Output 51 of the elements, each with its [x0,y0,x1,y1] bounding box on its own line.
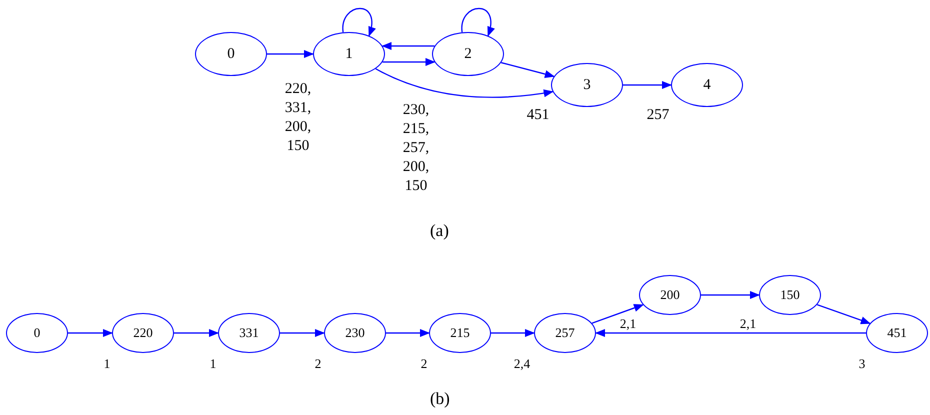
state-ellipse [639,275,701,315]
state-annotation: 2,1 [618,315,638,333]
state-label: 150 [780,286,800,304]
state-annotation: 2,1 [738,315,758,333]
arrow [375,68,554,98]
state-label: 3 [583,76,591,95]
arrow [342,8,376,37]
state-annotation: 257 [646,106,670,125]
state-annotation: 2 [314,355,322,373]
arrow [267,50,314,58]
arrow [382,58,436,66]
state-annotation: 230, 215, 257, 200, 150 [402,101,430,196]
state-label: 331 [239,324,259,342]
arrow [816,304,871,324]
state-label: 200 [660,286,680,304]
state-label: 230 [345,324,365,342]
arrow [461,8,494,37]
arrow [174,329,219,337]
arrow [386,329,430,337]
state-annotation: 1 [208,355,218,373]
state-label: 4 [703,76,711,95]
state-label: 257 [555,324,575,342]
state-label: 215 [450,324,470,342]
state-annotation: 451 [526,106,550,125]
state-label: 451 [887,324,907,342]
state-annotation: 2 [420,355,428,373]
arrow [68,329,113,337]
state-ellipse [551,63,623,107]
state-label: 0 [227,44,235,64]
arrow [500,62,555,78]
state-annotation: 2,4 [512,355,532,373]
state-annotation: 3 [858,355,866,373]
arrow [382,42,434,50]
state-annotation: 220, 331, 200, 150 [284,80,312,156]
arrow [491,329,535,337]
arrow [592,304,644,324]
state-annotation: 1 [102,355,112,373]
state-ellipse [759,275,821,315]
arrow [595,329,866,337]
state-ellipse [313,32,385,76]
state-ellipse [534,313,596,353]
subfigure-caption: (a) [430,220,449,242]
arrow [623,81,672,89]
subfigure-caption: (b) [430,388,450,410]
state-label: 2 [464,44,472,64]
state-label: 0 [34,324,40,342]
state-ellipse [866,313,928,353]
arrow [280,329,325,337]
state-label: 1 [345,44,353,64]
arrow [701,291,760,299]
state-label: 220 [133,324,153,342]
